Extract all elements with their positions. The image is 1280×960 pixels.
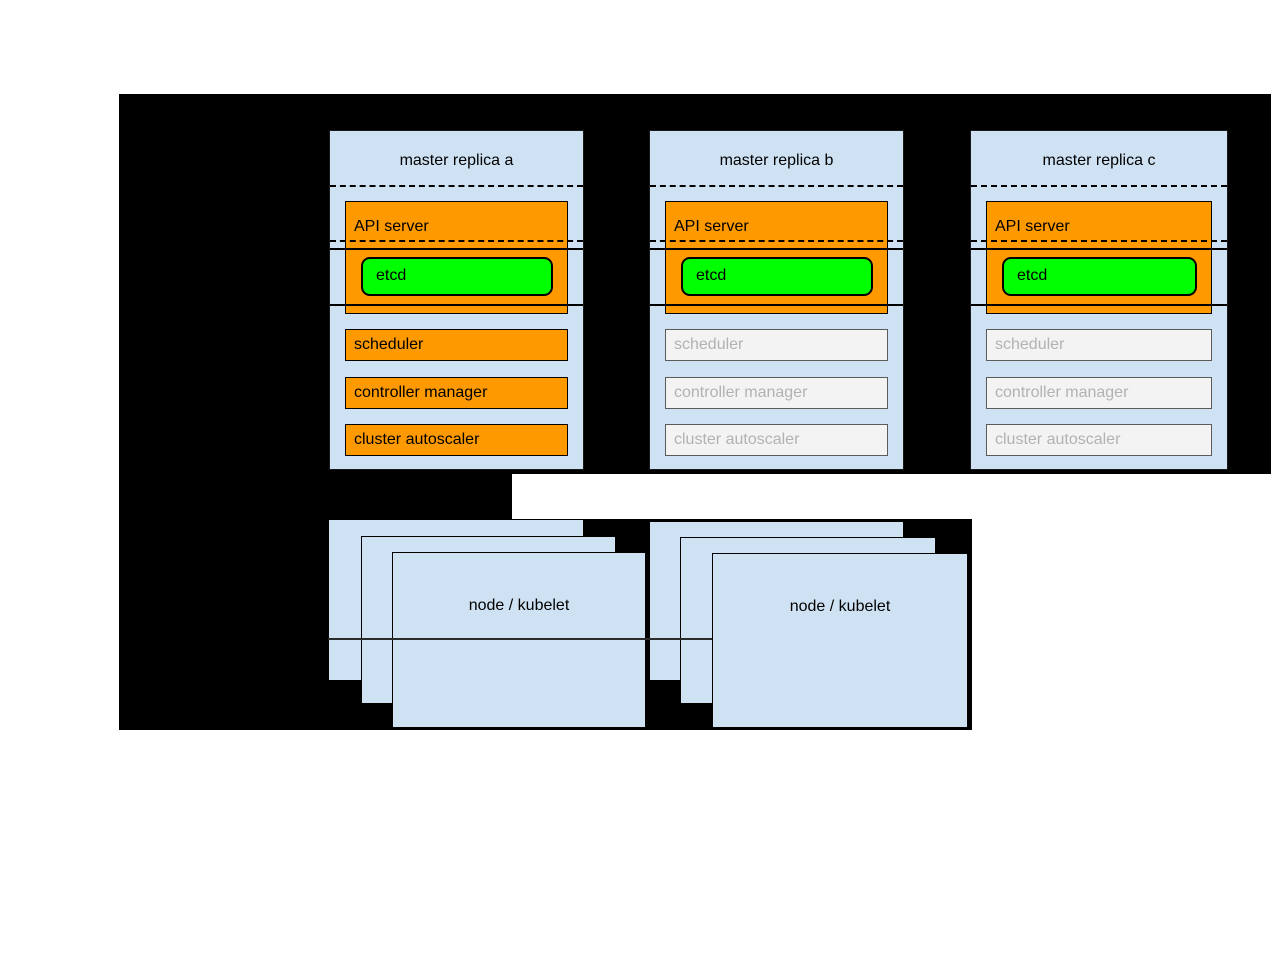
replica-b-controller-manager-label: controller manager <box>674 384 808 401</box>
node-stack-1-front-box: node / kubelet <box>392 552 646 728</box>
replica-a-api-server-box: API server etcd <box>345 201 568 314</box>
replica-c-divider-solid-api <box>971 248 1227 250</box>
replica-b-scheduler-label: scheduler <box>674 336 744 353</box>
replica-b-etcd-box: etcd <box>681 257 873 296</box>
node-stack-2-front-box: node / kubelet <box>712 553 968 728</box>
replica-b-cluster-autoscaler-label: cluster autoscaler <box>674 431 800 448</box>
replica-c-title: master replica c <box>1042 152 1156 169</box>
replica-b-title: master replica b <box>719 152 834 169</box>
replica-c-divider-solid-etcd <box>971 304 1227 306</box>
replica-a-divider-solid-etcd <box>330 304 583 306</box>
replica-a-etcd-box: etcd <box>361 257 553 296</box>
replica-b-api-server-box: API server etcd <box>665 201 888 314</box>
replica-a-etcd-label: etcd <box>376 267 407 284</box>
replica-b-api-server-label: API server <box>674 218 749 235</box>
replica-a-cluster-autoscaler-label: cluster autoscaler <box>354 431 480 448</box>
replica-a-controller-manager-label: controller manager <box>354 384 488 401</box>
replica-c-component-scheduler: scheduler <box>986 329 1212 361</box>
replica-b-component-cluster-autoscaler: cluster autoscaler <box>665 424 888 456</box>
replica-c-component-cluster-autoscaler: cluster autoscaler <box>986 424 1212 456</box>
replica-a-divider-dashed-api <box>330 240 583 242</box>
replica-c-api-server-box: API server etcd <box>986 201 1212 314</box>
master-replica-a-card: master replica a API server etcd schedul… <box>329 130 584 470</box>
replica-a-divider-solid-api <box>330 248 583 250</box>
replica-b-component-scheduler: scheduler <box>665 329 888 361</box>
replica-c-etcd-label: etcd <box>1017 267 1048 284</box>
replica-b-divider-solid-api <box>650 248 903 250</box>
replica-a-component-controller-manager: controller manager <box>345 377 568 409</box>
node-title-divider-line <box>328 638 712 640</box>
replica-c-component-controller-manager: controller manager <box>986 377 1212 409</box>
replica-c-scheduler-label: scheduler <box>995 336 1065 353</box>
replica-a-api-server-label: API server <box>354 218 429 235</box>
replica-b-divider-dashed-api <box>650 240 903 242</box>
replica-a-title: master replica a <box>399 152 514 169</box>
replica-c-cluster-autoscaler-label: cluster autoscaler <box>995 431 1121 448</box>
replica-a-component-cluster-autoscaler: cluster autoscaler <box>345 424 568 456</box>
replica-b-component-controller-manager: controller manager <box>665 377 888 409</box>
replica-b-etcd-label: etcd <box>696 267 727 284</box>
replica-c-divider-dashed-api <box>971 240 1227 242</box>
replica-b-divider-dashed-top <box>650 185 903 187</box>
replica-c-controller-manager-label: controller manager <box>995 384 1129 401</box>
replica-c-api-server-label: API server <box>995 218 1070 235</box>
replica-a-scheduler-label: scheduler <box>354 336 424 353</box>
replica-c-divider-dashed-top <box>971 185 1227 187</box>
node-stack-2-label: node / kubelet <box>789 598 891 615</box>
master-replica-b-card: master replica b API server etcd schedul… <box>649 130 904 470</box>
master-replica-c-card: master replica c API server etcd schedul… <box>970 130 1228 470</box>
node-stack-1-label: node / kubelet <box>468 597 570 614</box>
replica-b-divider-solid-etcd <box>650 304 903 306</box>
replica-a-divider-dashed-top <box>330 185 583 187</box>
replica-c-etcd-box: etcd <box>1002 257 1197 296</box>
replica-a-component-scheduler: scheduler <box>345 329 568 361</box>
